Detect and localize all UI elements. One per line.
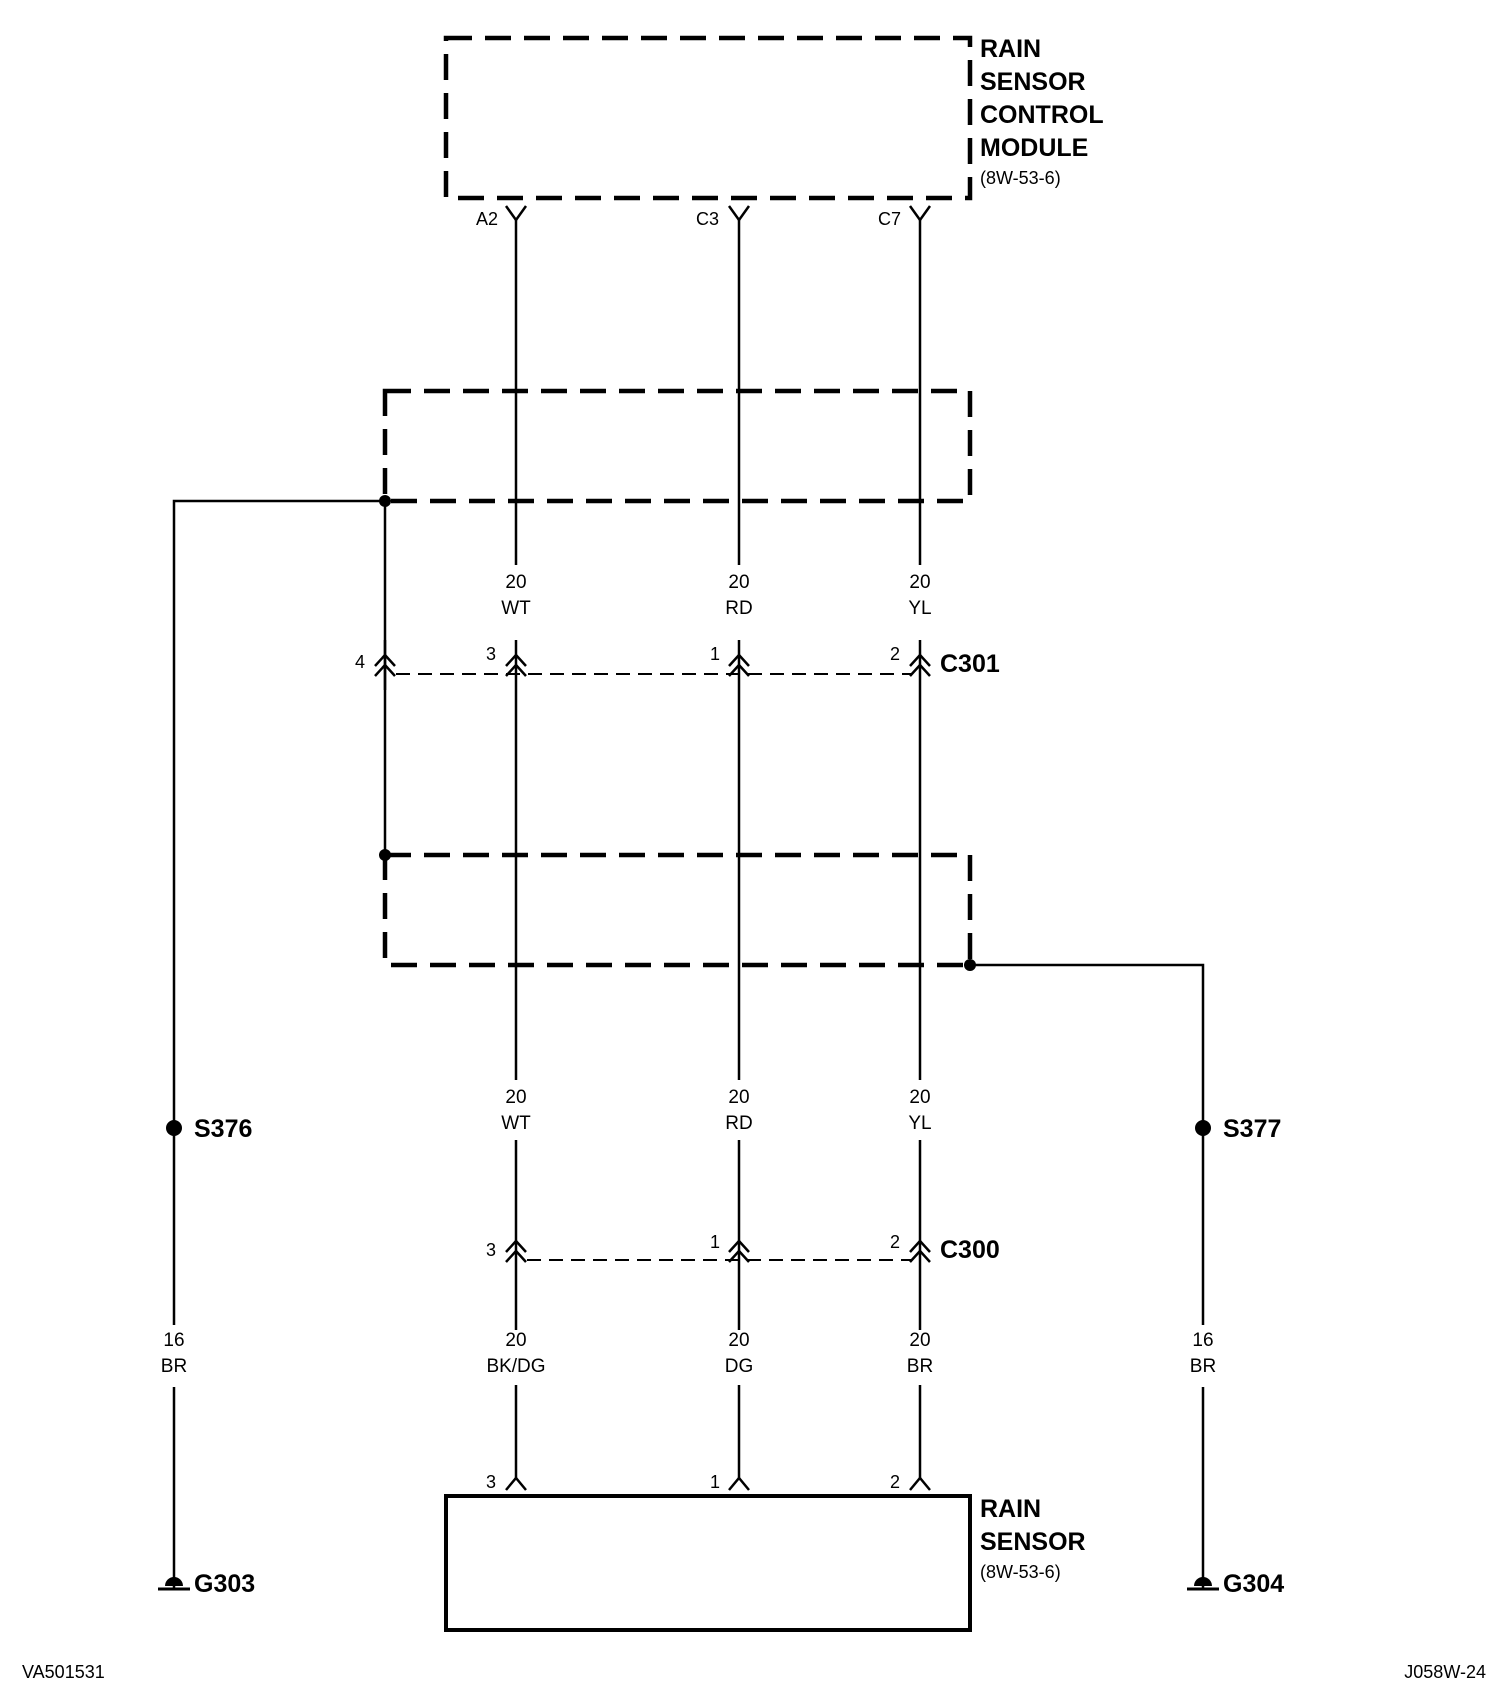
- wire-ground-left-gauge: 16: [163, 1330, 184, 1351]
- pin-c3-label: C3: [696, 209, 719, 229]
- c301-pin-4-label: 4: [355, 652, 365, 672]
- c301-pin-3-label: 3: [486, 644, 496, 664]
- shield-box-upper: [382, 388, 973, 504]
- ground-g304-label: G304: [1223, 1570, 1284, 1598]
- shield-box-lower: [382, 852, 973, 968]
- wire-rd-upper-color: RD: [725, 598, 752, 619]
- rain-sensor-ref: (8W-53-6): [980, 1562, 1061, 1582]
- c301-pin-1-label: 1: [710, 644, 720, 664]
- c300-pin-1-label: 1: [710, 1232, 720, 1252]
- pin-c3-terminal: [727, 205, 751, 223]
- wire-wt-middle-color: WT: [501, 1113, 531, 1134]
- wire-ground-left: [172, 499, 385, 1590]
- c300-pin-1-terminal: [728, 1230, 750, 1280]
- c300-name: C300: [940, 1236, 1000, 1264]
- wire-yl-upper-color: YL: [908, 598, 931, 619]
- wire-yl-upper-gauge: 20: [909, 572, 930, 593]
- wire-rd-middle-gauge: 20: [728, 1087, 749, 1108]
- control-module-label-line1: RAIN: [980, 35, 1041, 63]
- splice-s376-label: S376: [194, 1115, 252, 1143]
- control-module-box: [443, 35, 973, 201]
- splice-s376-dot: [166, 1120, 182, 1136]
- c301-pin-3-terminal: [505, 640, 527, 690]
- wire-br-lower-color: BR: [907, 1356, 933, 1377]
- c301-pin-1-terminal: [728, 640, 750, 690]
- sensor-pin-1-label: 1: [710, 1472, 720, 1492]
- c300-pin-2-terminal: [909, 1230, 931, 1280]
- c300-pin-2-label: 2: [890, 1232, 900, 1252]
- sensor-pin-2-label: 2: [890, 1472, 900, 1492]
- wire-wt-middle-gauge: 20: [505, 1087, 526, 1108]
- wire-ground-right-color: BR: [1190, 1356, 1216, 1377]
- sensor-pin-1-terminal: [728, 1476, 750, 1491]
- footer-left-id: VA501531: [22, 1662, 105, 1682]
- pin-a2-terminal: [504, 205, 528, 223]
- ground-g304-icon: [1187, 1577, 1219, 1591]
- c301-pin-2-terminal: [909, 640, 931, 690]
- splice-s377-dot: [1195, 1120, 1211, 1136]
- rain-sensor-label-line2: SENSOR: [980, 1528, 1086, 1556]
- rain-sensor-label-line1: RAIN: [980, 1495, 1041, 1523]
- pin-c7-terminal: [908, 205, 932, 223]
- sensor-pin-3-label: 3: [486, 1472, 496, 1492]
- c301-name: C301: [940, 650, 1000, 678]
- control-module-label-line4: MODULE: [980, 134, 1088, 162]
- c301-pin-2-label: 2: [890, 644, 900, 664]
- wire-bkdg-lower-color: BK/DG: [486, 1356, 545, 1377]
- pin-c7-label: C7: [878, 209, 901, 229]
- wire-wt-upper-color: WT: [501, 598, 531, 619]
- wire-yl-middle-color: YL: [908, 1113, 931, 1134]
- control-module-label-line2: SENSOR: [980, 68, 1086, 96]
- wire-ground-left-color: BR: [161, 1356, 187, 1377]
- wire-ground-right-gap: [1189, 1325, 1217, 1387]
- wire-ground-right-gauge: 16: [1192, 1330, 1213, 1351]
- splice-s377-label: S377: [1223, 1115, 1281, 1143]
- pin-a2-label: A2: [476, 209, 498, 229]
- footer-right-id: J058W-24: [1404, 1662, 1486, 1682]
- wire-wt-upper-gauge: 20: [505, 572, 526, 593]
- wire-br-lower-gauge: 20: [909, 1330, 930, 1351]
- wire-bkdg-lower-gauge: 20: [505, 1330, 526, 1351]
- c301-pin-4-terminal: [374, 640, 396, 690]
- wire-rd-upper-gauge: 20: [728, 572, 749, 593]
- wire-ground-left-gap: [160, 1325, 188, 1387]
- c300-pin-3-terminal: [505, 1230, 527, 1280]
- wire-dg-lower-gauge: 20: [728, 1330, 749, 1351]
- control-module-label-line3: CONTROL: [980, 101, 1104, 129]
- sensor-pin-2-terminal: [909, 1476, 931, 1491]
- ground-g303-label: G303: [194, 1570, 255, 1598]
- wire-rd-middle-color: RD: [725, 1113, 752, 1134]
- rain-sensor-box: [444, 1494, 972, 1632]
- ground-g303-icon: [158, 1577, 190, 1591]
- c300-pin-3-label: 3: [486, 1240, 496, 1260]
- control-module-ref: (8W-53-6): [980, 168, 1061, 188]
- shield-junction-lower-left: [379, 849, 391, 861]
- wire-yl-middle-gauge: 20: [909, 1087, 930, 1108]
- sensor-pin-3-terminal: [505, 1476, 527, 1491]
- wire-dg-lower-color: DG: [725, 1356, 754, 1377]
